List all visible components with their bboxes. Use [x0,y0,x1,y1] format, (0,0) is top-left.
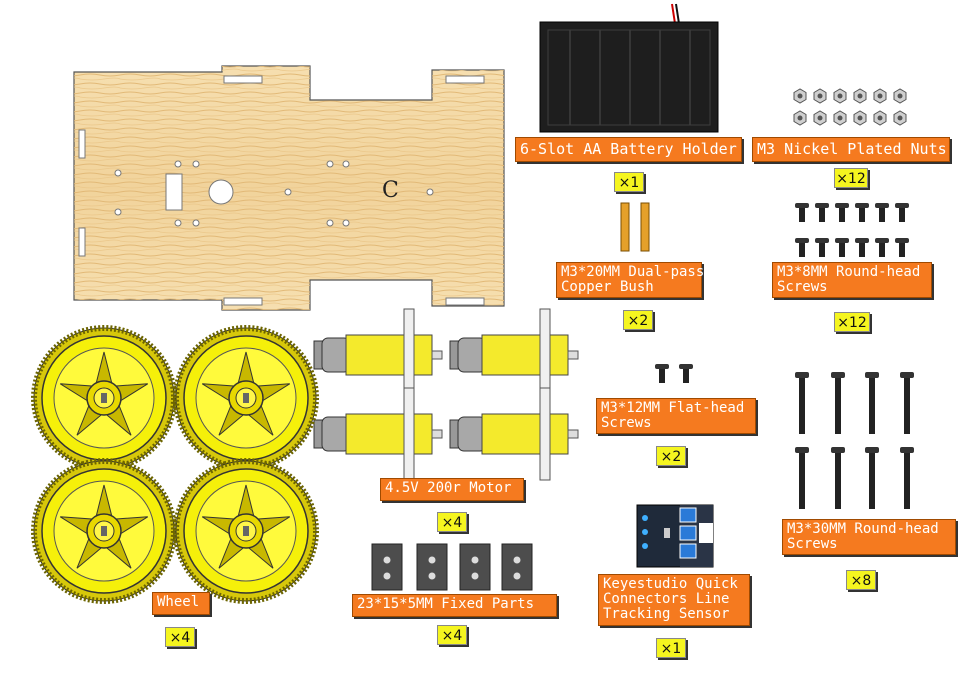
copper-bushes [620,202,650,252]
round-head-8mm-screws [795,203,909,257]
qty-8mm-screws: ×12 [834,312,870,332]
motors [313,308,579,481]
label-motor: 4.5V 200r Motor [380,478,524,501]
label-8mm-screws: M3*8MM Round-head Screws [772,262,932,298]
label-nuts: M3 Nickel Plated Nuts [752,137,950,162]
label-30mm-screws: M3*30MM Round-head Screws [782,519,956,555]
qty-flat-head-screws: ×2 [656,446,686,466]
chassis-plate [73,65,505,311]
label-fixed-parts: 23*15*5MM Fixed Parts [352,594,557,617]
label-battery-holder: 6-Slot AA Battery Holder [515,137,742,162]
qty-battery-holder: ×1 [614,172,644,192]
qty-motor: ×4 [437,512,467,532]
qty-tracking-sensor: ×1 [656,638,686,658]
qty-copper-bush: ×2 [623,310,653,330]
wheels [34,328,316,601]
chassis-letter: C [382,178,399,203]
label-copper-bush: M3*20MM Dual-pass Copper Bush [556,262,704,298]
tracking-sensor [636,504,714,568]
qty-fixed-parts: ×4 [437,625,467,645]
qty-30mm-screws: ×8 [846,570,876,590]
fixed-parts [371,543,533,591]
qty-nuts: ×12 [834,168,868,188]
label-wheel: Wheel [152,592,210,615]
qty-wheel: ×4 [165,627,195,647]
flat-head-screws [655,364,693,383]
nuts-group [793,88,907,126]
label-flat-head-screws: M3*12MM Flat-head Screws [596,398,756,434]
label-tracking-sensor: Keyestudio Quick Connectors Line Trackin… [598,574,750,626]
round-head-30mm-screws [795,372,914,509]
battery-holder [539,3,719,133]
